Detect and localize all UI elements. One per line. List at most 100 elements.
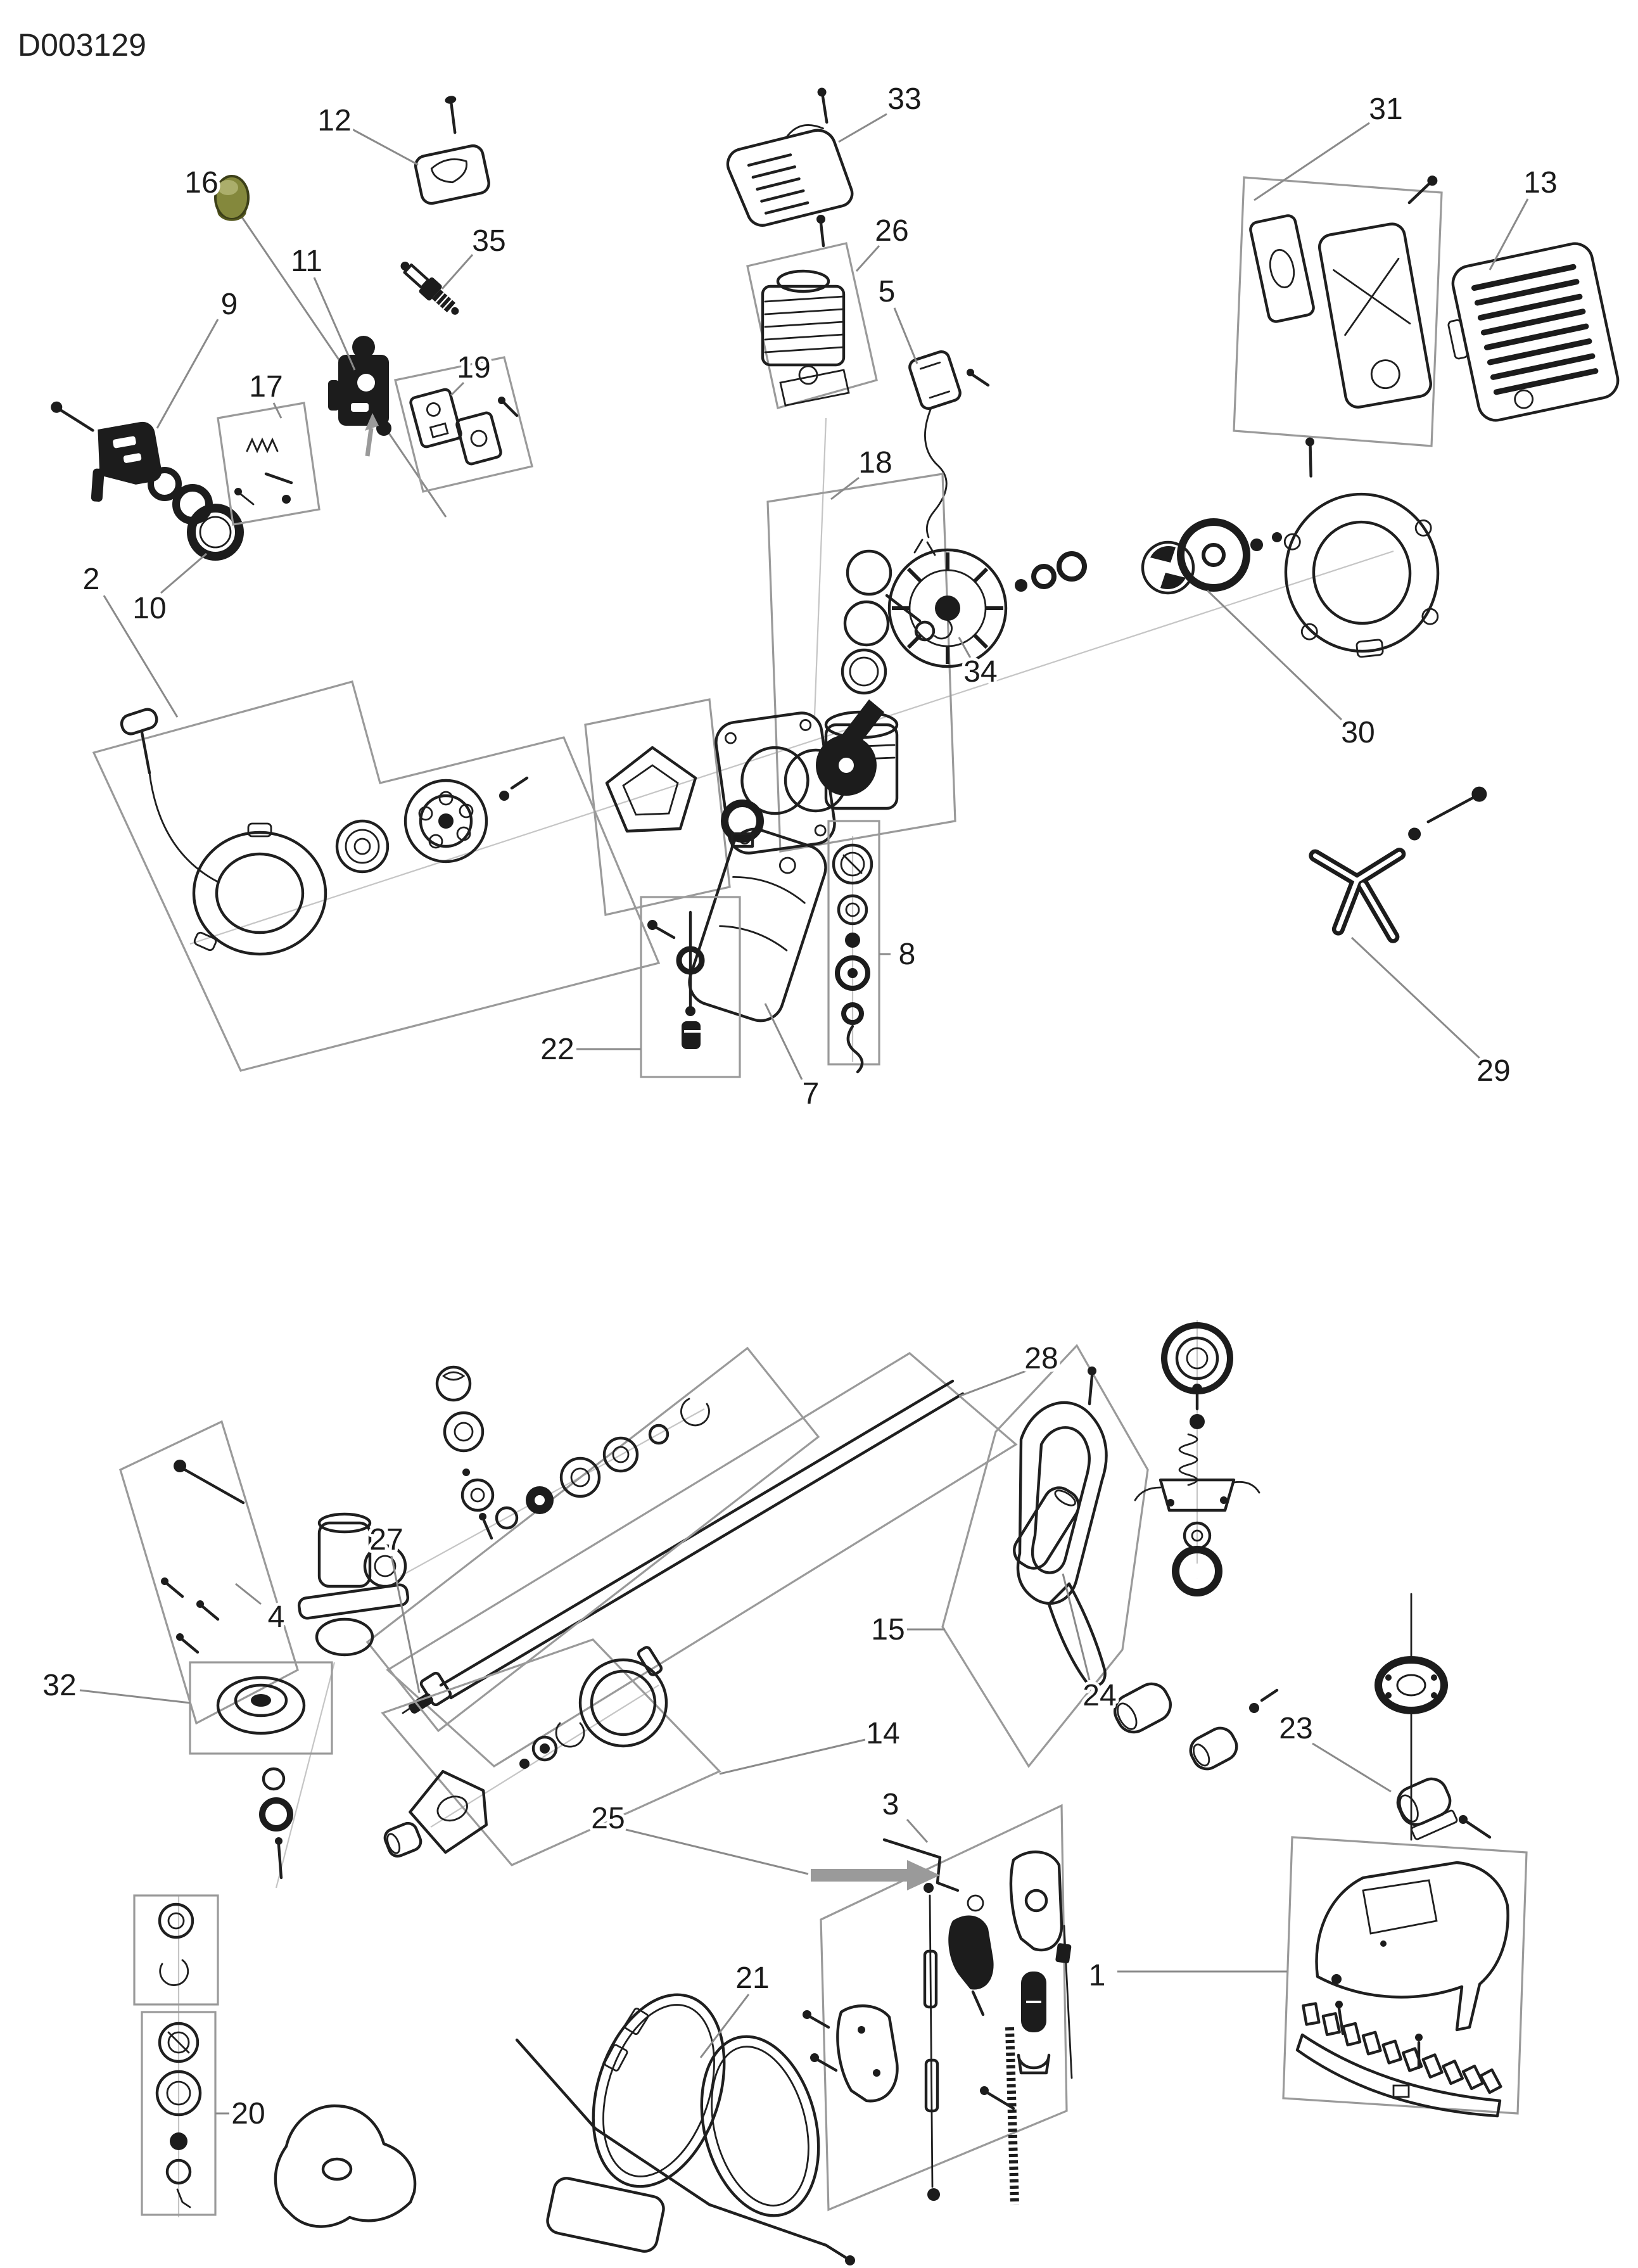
d-handle-art [1016, 1401, 1108, 1687]
drive-shaft-box [386, 1352, 1018, 1768]
leader-line-23 [1312, 1742, 1392, 1793]
part-label-21: 21 [735, 1961, 769, 1995]
bevel-gear-boom-group [119, 1346, 820, 1733]
fuel-tank-art [647, 800, 827, 1023]
starter-grip-art [120, 708, 219, 883]
leader-line-3 [906, 1819, 929, 1843]
starter-housing-art [192, 822, 327, 956]
leader-line-11 [313, 277, 356, 371]
gearhead-screws-box [119, 1420, 299, 1725]
leader-line-4 [235, 1583, 262, 1605]
flywheel-art [887, 548, 1008, 668]
part-label-34: 34 [963, 655, 997, 689]
part-label-16: 16 [184, 166, 218, 200]
fan-cover-art [1283, 437, 1440, 658]
cylinder-art [761, 215, 850, 407]
rope-pulley-art [403, 779, 488, 863]
clutch-washers-art [148, 467, 244, 561]
leader-line-29 [1350, 936, 1483, 1062]
guard-shield-art [1315, 1861, 1509, 2035]
fuel-cap-kit-box [827, 820, 880, 1074]
part-label-24: 24 [1082, 1679, 1116, 1712]
part-label-11: 11 [291, 245, 322, 278]
guard-kit-box [1282, 1836, 1528, 2118]
blade-nut-kit-box [141, 2011, 217, 2216]
engine-bracket-art [1309, 786, 1487, 943]
part-label-4: 4 [268, 1600, 285, 1634]
part-label-19: 19 [457, 351, 490, 385]
part-label-31: 31 [1369, 92, 1402, 126]
part-label-30: 30 [1341, 716, 1375, 749]
part-label-1: 1 [1089, 1959, 1106, 1992]
leader-line-7 [764, 1003, 803, 1080]
primer-bulb-art [214, 175, 447, 518]
blade-flange-box [189, 1661, 333, 1755]
gearhead-art [297, 1512, 410, 1657]
pointer-arrow-carb [365, 413, 379, 457]
flywheel-washers-art [1015, 551, 1087, 592]
choke-rod-art [1055, 1925, 1073, 2079]
leader-line-28 [958, 1370, 1027, 1398]
part-label-32: 32 [42, 1669, 76, 1702]
part-label-12: 12 [317, 104, 351, 137]
leader-line-14 [719, 1738, 866, 1775]
shaft-bearing-box [133, 1894, 219, 2006]
threaded-rod-art [1005, 2027, 1019, 2205]
crankcase-art [714, 699, 884, 855]
throttle-cable-art [923, 1883, 940, 2201]
part-label-17: 17 [249, 370, 283, 404]
leader-line-32 [79, 1689, 191, 1704]
leader-line-35 [441, 254, 474, 290]
leader-line-18 [830, 476, 860, 500]
starter-spring-art [335, 819, 390, 874]
part-label-28: 28 [1024, 1342, 1058, 1375]
part-label-9: 9 [221, 288, 238, 321]
boom-clamp-art [1375, 1593, 1492, 1841]
tri-blade-art [274, 2104, 417, 2228]
part-label-10: 10 [132, 592, 166, 625]
handle-grip-art [1013, 1486, 1080, 1570]
muffler-gasket-art [1249, 214, 1315, 323]
part-label-22: 22 [540, 1033, 574, 1066]
leader-line-12 [352, 128, 419, 166]
harness-art [515, 1993, 855, 2265]
throttle-kit-box [803, 1804, 1073, 2212]
leader-line-17 [272, 402, 283, 419]
throttle-plate-art [803, 2004, 899, 2103]
part-label-3: 3 [882, 1788, 899, 1821]
leader-line-19 [450, 381, 465, 397]
clutch-art [1141, 518, 1282, 595]
carburetor-art [328, 336, 391, 436]
throttle-trigger-art [948, 1894, 994, 2016]
part-label-29: 29 [1476, 1054, 1510, 1088]
air-filter-cover-art [414, 96, 490, 205]
part-label-14: 14 [866, 1717, 899, 1750]
handle-clamp-art [1114, 1682, 1279, 1771]
leader-line-21 [699, 1994, 750, 2058]
fuel-line-kit-box [640, 896, 741, 1078]
clutch-housing-cone-art [409, 1769, 488, 1854]
leader-line-13 [1489, 198, 1529, 271]
muffler-kit-box [1233, 175, 1443, 447]
shaft-mounts-art [435, 1365, 495, 1540]
pointer-arrow-trigger [811, 1860, 940, 1890]
muffler-body-art [1317, 175, 1438, 409]
leader-line-9 [156, 319, 219, 429]
muffler-cover-art [1447, 242, 1620, 422]
leader-line-25 [625, 1828, 809, 1875]
spark-plug-art [400, 261, 459, 315]
callout-labels-layer: 1234578910111213141516171819202122232425… [39, 79, 1560, 2134]
part-label-15: 15 [871, 1613, 905, 1647]
lower-stack-art [259, 1767, 293, 1880]
leader-line-31 [1254, 122, 1370, 201]
handle-kit-box [941, 1344, 1149, 1768]
leader-line-26 [855, 245, 880, 272]
leader-line-24 [1062, 1573, 1091, 1681]
crankcase-gasket-box [584, 698, 731, 916]
part-label-7: 7 [803, 1077, 820, 1111]
ignition-coil-art [51, 401, 162, 502]
part-label-5: 5 [879, 275, 896, 309]
trimmer-head-art [1134, 1322, 1260, 1596]
cable-clamp-art [1396, 1777, 1458, 1840]
